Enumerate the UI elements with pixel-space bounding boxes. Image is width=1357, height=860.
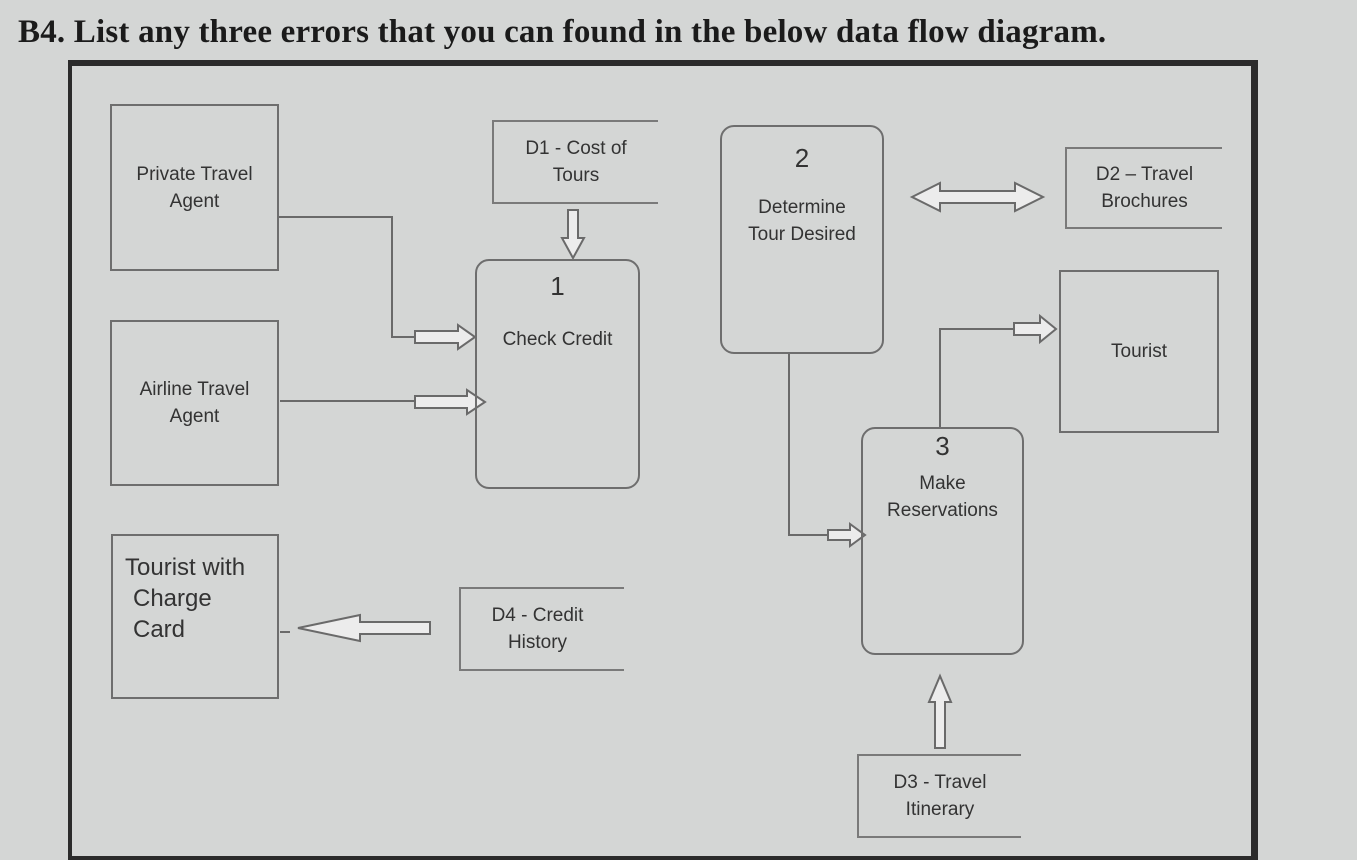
arrow-d3-to-p3 [927, 673, 953, 749]
process-name-line: Reservations [887, 500, 998, 521]
arrow-d4-to-tourist-card [297, 613, 431, 643]
entity-label: Tourist [1111, 341, 1167, 362]
flow-line-p3-to-tourist [939, 328, 1014, 427]
process-name: Check Credit [502, 329, 613, 350]
datastore-d1-cost-of-tours: D1 - Cost of Tours [492, 120, 658, 204]
flow-line-private-agent [278, 216, 415, 338]
entity-tourist: Tourist [1059, 270, 1219, 433]
store-label-line: D4 - Credit [491, 605, 584, 626]
store-label-line: Tours [552, 165, 600, 186]
entity-label-line: Card [133, 616, 186, 643]
datastore-d2-travel-brochures: D2 – Travel Brochures [1065, 147, 1222, 229]
process-id: 3 [935, 431, 950, 461]
datastore-d4-credit-history: D4 - Credit History [459, 587, 624, 671]
flow-line-p2-to-p3 [788, 352, 828, 536]
store-label-line: D3 - Travel [893, 772, 987, 793]
entity-label-line: Charge [133, 585, 212, 612]
question-text: B4. List any three errors that you can f… [18, 14, 1107, 50]
store-label-line: Brochures [1101, 191, 1188, 212]
process-determine-tour-desired: 2 Determine Tour Desired [720, 125, 884, 354]
entity-private-travel-agent: Private Travel Agent [110, 104, 279, 271]
store-label-line: History [507, 632, 568, 653]
entity-label: Airline Travel Agent [139, 379, 250, 427]
store-label-line: D1 - Cost of [525, 138, 627, 159]
arrow-p2-to-p3 [827, 522, 867, 548]
process-id: 1 [550, 271, 565, 301]
process-name-line: Tour Desired [748, 224, 856, 245]
process-id: 2 [794, 143, 810, 173]
entity-airline-travel-agent: Airline Travel Agent [110, 320, 279, 486]
arrow-private-agent-to-check-credit [414, 323, 477, 351]
entity-label: Private Travel Agent [136, 163, 253, 212]
process-name-line: Determine [758, 197, 846, 218]
process-name-line: Make [919, 473, 966, 494]
process-make-reservations: 3 Make Reservations [861, 427, 1024, 655]
entity-tourist-with-charge-card: Tourist with Charge Card [111, 534, 279, 699]
store-label-line: Itinerary [905, 799, 975, 820]
arrow-p3-to-tourist [1013, 313, 1058, 345]
process-check-credit: 1 Check Credit [475, 259, 640, 489]
store-label-line: D2 – Travel [1095, 164, 1194, 185]
arrow-p2-d2-bidirectional [909, 181, 1046, 213]
arrow-d1-to-check-credit [560, 209, 586, 261]
datastore-d3-travel-itinerary: D3 - Travel Itinerary [857, 754, 1021, 838]
entity-label-line: Tourist with [125, 554, 246, 581]
